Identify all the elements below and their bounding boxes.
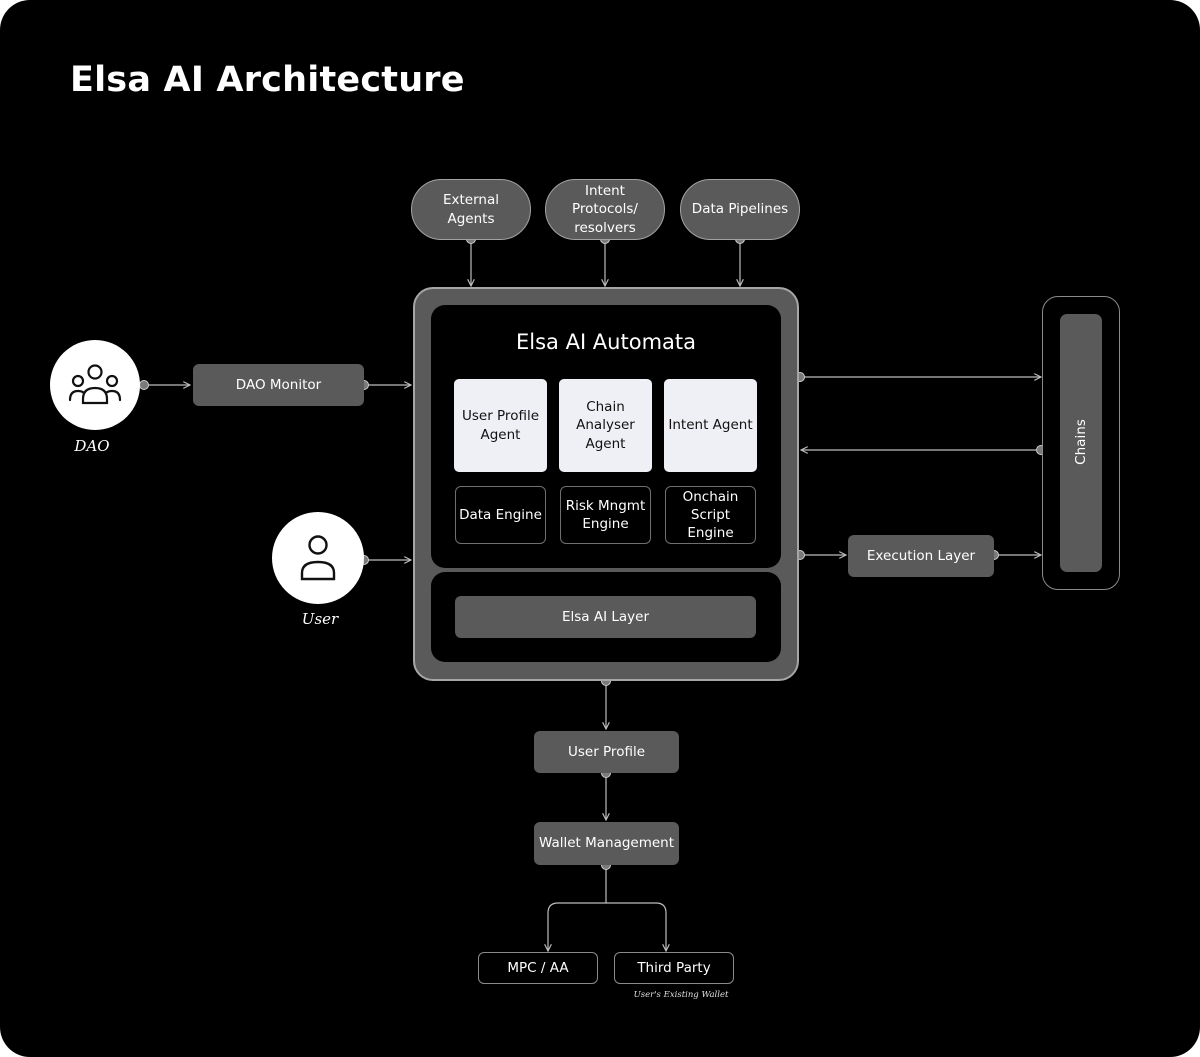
user-avatar — [272, 512, 364, 604]
chains-label: Chains — [1073, 419, 1089, 465]
mpc-aa-node: MPC / AA — [478, 952, 598, 984]
intent-protocols-node: Intent Protocols/ resolvers — [545, 179, 665, 240]
external-agents-node: External Agents — [411, 179, 531, 240]
existing-wallet-note: User's Existing Wallet — [633, 990, 729, 1000]
arrow-wallet-to-mpc — [548, 865, 607, 951]
elsa-ai-layer: Elsa AI Layer — [455, 596, 756, 638]
dao-monitor-node: DAO Monitor — [193, 364, 364, 406]
person-icon — [300, 535, 336, 581]
user-caption: User — [301, 610, 339, 628]
automata-title: Elsa AI Automata — [515, 329, 696, 354]
onchain-script-engine: Onchain Script Engine — [665, 486, 756, 544]
data-engine: Data Engine — [455, 486, 546, 544]
execution-layer-node: Execution Layer — [848, 535, 994, 577]
intent-agent: Intent Agent — [664, 379, 757, 472]
risk-management-engine: Risk Mngmt Engine — [560, 486, 651, 544]
user-profile-agent: User Profile Agent — [454, 379, 547, 472]
group-icon — [68, 364, 122, 405]
arrow-wallet-to-third-party — [606, 902, 666, 951]
diagram-title: Elsa AI Architecture — [70, 60, 465, 100]
third-party-node: Third Party — [614, 952, 734, 984]
chain-analyser-agent: Chain Analyser Agent — [559, 379, 652, 472]
dao-avatar — [50, 340, 140, 430]
dao-caption: DAO — [74, 437, 110, 455]
user-profile-node: User Profile — [534, 731, 679, 773]
wallet-management-node: Wallet Management — [534, 822, 679, 865]
chains-bar — [1060, 314, 1102, 572]
data-pipelines-node: Data Pipelines — [680, 179, 800, 240]
port-dot — [139, 380, 149, 390]
